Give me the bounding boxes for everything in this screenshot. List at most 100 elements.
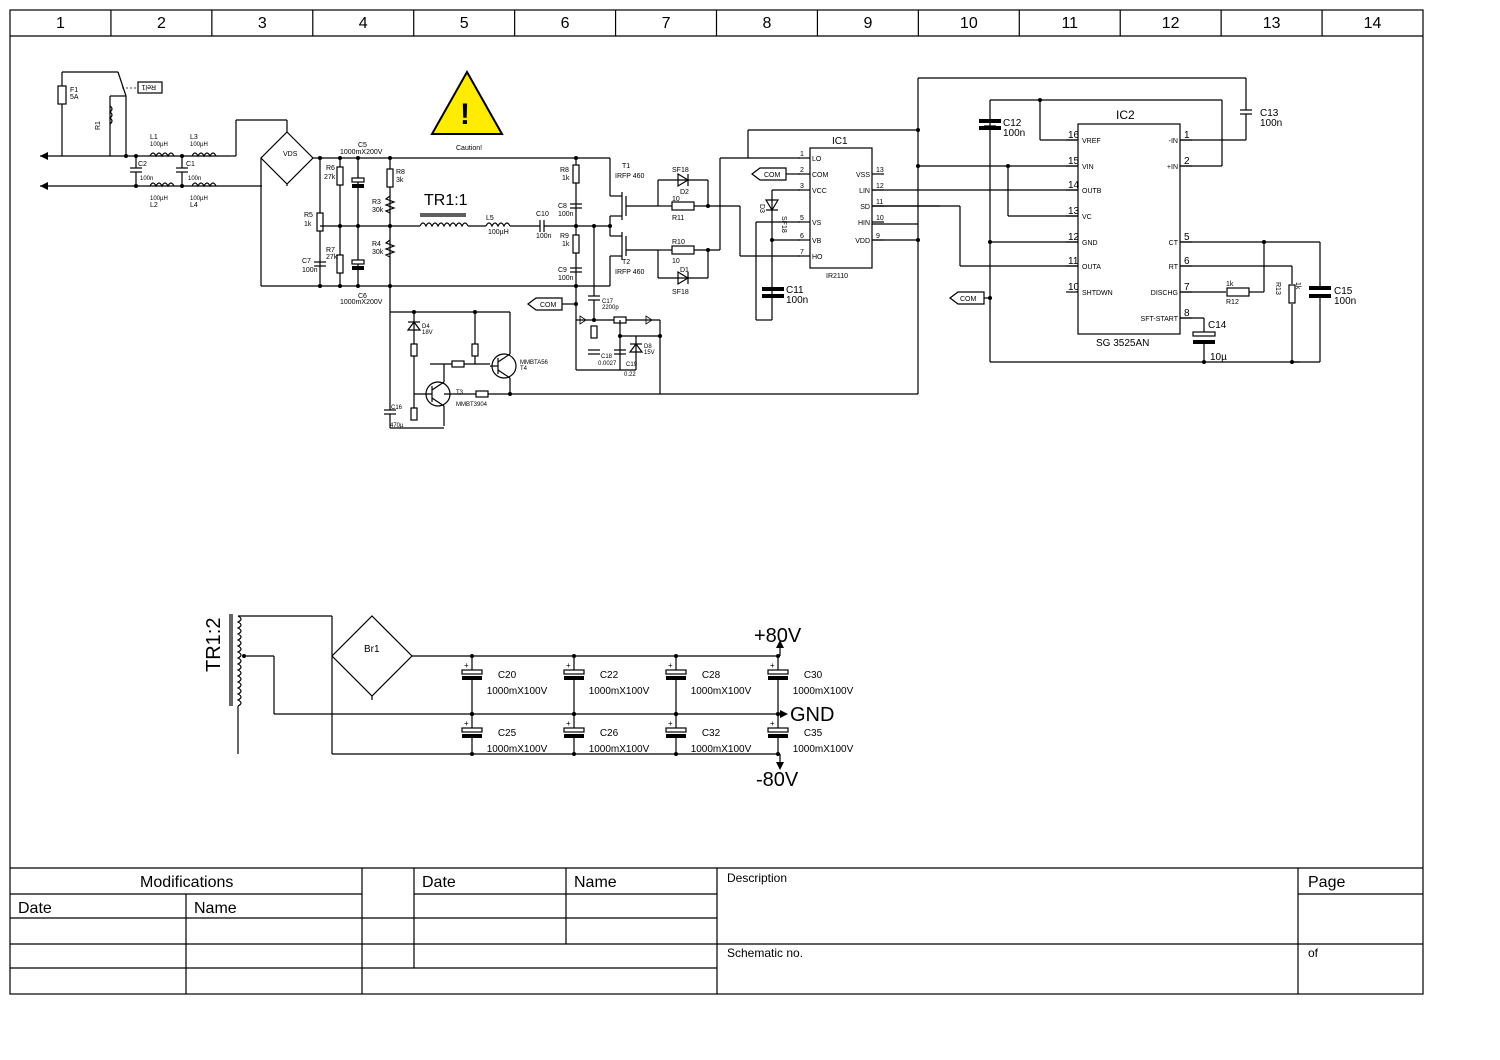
date-header-2: Date: [422, 874, 456, 891]
pin-label: HO: [812, 254, 823, 261]
c15-label: C15: [1334, 286, 1353, 297]
pin-label: HIN: [858, 220, 870, 227]
c19-value: 0.22: [624, 372, 636, 378]
pin-number: 10: [1068, 282, 1080, 293]
r8b-label: R8: [396, 169, 405, 176]
column-number: 11: [1061, 15, 1078, 32]
c5-label: C5: [358, 142, 367, 149]
c16-value: 470µ: [390, 423, 404, 429]
t4-label: T4: [520, 366, 528, 372]
pin-number: 11: [1068, 256, 1079, 267]
pin-number: 11: [876, 199, 883, 206]
sheet-border: [9, 9, 1424, 995]
c17-value: 2200p: [602, 305, 619, 311]
l4-label: L4: [190, 202, 198, 209]
com-label-1: COM: [764, 172, 781, 179]
t2-value: IRFP 460: [615, 269, 645, 276]
l1-value: 100µH: [150, 142, 168, 148]
pin-number: 7: [800, 249, 804, 256]
t1-label: T1: [622, 163, 630, 170]
pin-label: VREF: [1082, 138, 1101, 145]
pin-label: CT: [1169, 240, 1179, 247]
br1-bridge: [331, 615, 413, 697]
r3-label: R3: [372, 199, 381, 206]
cap-label: C28: [702, 670, 721, 681]
d8-label: D8: [644, 344, 652, 350]
f1-label: F1: [70, 87, 78, 94]
pin-label: LO: [812, 156, 822, 163]
pin-label: +IN: [1167, 164, 1178, 171]
l2-value: 100µH: [150, 196, 168, 202]
l1-label: L1: [150, 134, 158, 141]
l2-label: L2: [150, 202, 158, 209]
com-label-3: COM: [960, 296, 977, 303]
cap-label: C22: [600, 670, 619, 681]
of-label: of: [1308, 946, 1319, 960]
l4-value: 100µH: [190, 196, 208, 202]
pin-label: SHTDWN: [1082, 290, 1113, 297]
modifications-header: Modifications: [140, 874, 233, 891]
cap-label: C26: [600, 728, 619, 739]
r13-value: 1k: [1294, 282, 1301, 290]
c13-value: 100n: [1260, 118, 1282, 129]
svg-text:+: +: [770, 661, 775, 670]
pin-number: 6: [800, 233, 804, 240]
l3-value: 100µH: [190, 142, 208, 148]
column-number: 2: [157, 15, 166, 32]
pin-label: OUTA: [1082, 264, 1101, 271]
r11-label: R11: [672, 215, 684, 222]
pin-number: 8: [1184, 308, 1190, 319]
r9-value: 1k: [562, 241, 570, 248]
pin-label: VC: [1082, 214, 1092, 221]
c6-label: C6: [358, 293, 367, 300]
name-header: Name: [194, 900, 237, 917]
l2-coil: [149, 182, 175, 188]
t4-value: MMBTA56: [520, 360, 549, 366]
caution-label: Caution!: [456, 145, 482, 152]
column-number: 8: [763, 15, 772, 32]
d4-value: 18V: [422, 330, 433, 336]
input-section: F1 5A Rel1 R1 L1 100µH L3 100µH 100µH L2…: [40, 71, 610, 306]
pin-label: SD: [860, 204, 870, 211]
plus-80v-label: +80V: [754, 625, 802, 647]
page-label: Page: [1308, 874, 1345, 891]
pin-number: 9: [876, 233, 880, 240]
pin-label: SFT-START: [1141, 316, 1179, 323]
r11-value: 10: [672, 196, 680, 203]
c18-label: C18: [601, 354, 613, 360]
c6-value: 1000mX200V: [340, 299, 383, 306]
c1-value: 100n: [188, 176, 201, 182]
c18-value: 0.0027: [598, 361, 617, 367]
cap-value: 1000mX100V: [589, 744, 650, 755]
output-section: TR1:2 Br1 +80V GND -80V +C201000mX100V+C…: [203, 614, 854, 791]
column-number: 4: [359, 15, 368, 32]
pin-number: 15: [1068, 156, 1080, 167]
c7-value: 100n: [302, 267, 318, 274]
svg-text:+: +: [566, 661, 571, 670]
pin-number: 13: [1068, 206, 1080, 217]
column-number: 9: [863, 15, 872, 32]
pin-number: 12: [876, 183, 884, 190]
t3-value: MMBT3904: [456, 402, 488, 408]
caution-icon: !: [460, 98, 470, 131]
pin-number: 16: [1068, 130, 1080, 141]
cap-value: 1000mX100V: [691, 686, 752, 697]
vds-bridge: [260, 131, 314, 185]
column-number: 10: [960, 15, 978, 32]
f1-value: 5A: [70, 94, 79, 101]
c9-label: C9: [558, 267, 567, 274]
l1-coil: [149, 152, 175, 158]
pin-label: VCC: [812, 188, 827, 195]
date-header: Date: [18, 900, 52, 917]
c16-label: C16: [391, 405, 403, 411]
schematic-no-label: Schematic no.: [727, 946, 803, 960]
cap-value: 1000mX100V: [793, 686, 854, 697]
d8-value: 15V: [644, 350, 655, 356]
pin-number: 2: [800, 167, 804, 174]
sf18b-label: SF18: [672, 289, 689, 296]
caution-sign: ! Caution!: [430, 69, 504, 152]
c13-label: C13: [1260, 108, 1279, 119]
c11-label: C11: [786, 285, 804, 296]
